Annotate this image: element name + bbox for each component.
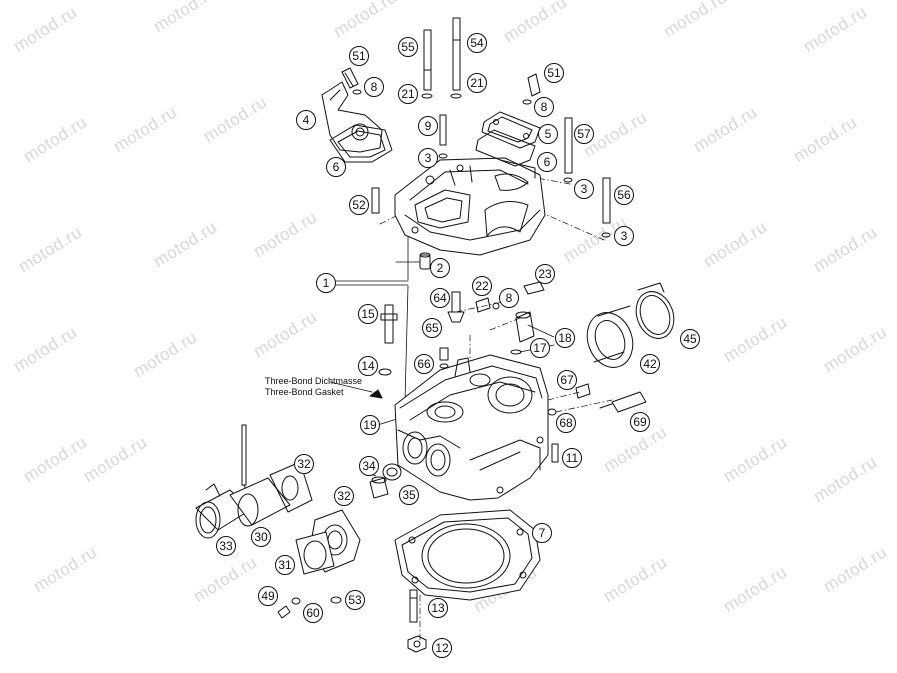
callout-15: 15 bbox=[358, 304, 378, 324]
callout-66: 66 bbox=[414, 354, 434, 374]
small-fittings bbox=[475, 281, 545, 313]
callout-69: 69 bbox=[630, 412, 650, 432]
callout-2: 2 bbox=[430, 258, 450, 278]
callout-14: 14 bbox=[358, 356, 378, 376]
head-gasket bbox=[394, 509, 541, 601]
callout-8: 8 bbox=[499, 288, 519, 308]
callout-12: 12 bbox=[432, 638, 452, 658]
callout-34: 34 bbox=[359, 456, 379, 476]
callout-4: 4 bbox=[296, 110, 316, 130]
callout-32: 32 bbox=[334, 486, 354, 506]
callout-53: 53 bbox=[345, 590, 365, 610]
callout-11: 11 bbox=[562, 448, 582, 468]
callout-45: 45 bbox=[680, 329, 700, 349]
callout-8: 8 bbox=[364, 77, 384, 97]
callout-60: 60 bbox=[303, 603, 323, 623]
callout-52: 52 bbox=[349, 195, 369, 215]
callout-21: 21 bbox=[398, 84, 418, 104]
stud-13 bbox=[407, 589, 427, 653]
intake-manifold bbox=[195, 424, 313, 539]
callout-5: 5 bbox=[538, 124, 558, 144]
spark-sleeve bbox=[510, 311, 535, 355]
gasket-right bbox=[475, 129, 536, 167]
callout-56: 56 bbox=[614, 185, 634, 205]
intake-boot bbox=[586, 282, 675, 368]
callout-31: 31 bbox=[275, 555, 295, 575]
cover-plate-right bbox=[481, 111, 541, 149]
sealant-note-de: Three-Bond Dichtmasse bbox=[265, 376, 363, 386]
valve-cover bbox=[394, 157, 546, 256]
callout-54: 54 bbox=[467, 33, 487, 53]
callout-7: 7 bbox=[532, 523, 552, 543]
bolt-right-upper bbox=[522, 73, 541, 105]
studs-upper bbox=[421, 17, 462, 159]
sealant-note: Three-Bond Dichtmasse Three-Bond Gasket bbox=[265, 376, 362, 398]
callout-42: 42 bbox=[640, 354, 660, 374]
callout-55: 55 bbox=[398, 37, 418, 57]
callout-1: 1 bbox=[316, 273, 336, 293]
callout-19: 19 bbox=[360, 415, 380, 435]
callout-21: 21 bbox=[467, 73, 487, 93]
callout-17: 17 bbox=[530, 338, 550, 358]
callout-3: 3 bbox=[418, 148, 438, 168]
callout-6: 6 bbox=[537, 152, 557, 172]
seal-parts bbox=[369, 463, 402, 499]
sealant-note-en: Three-Bond Gasket bbox=[265, 387, 344, 397]
callout-9: 9 bbox=[418, 116, 438, 136]
callout-3: 3 bbox=[614, 226, 634, 246]
callout-3: 3 bbox=[574, 179, 594, 199]
callout-68: 68 bbox=[556, 413, 576, 433]
callout-32: 32 bbox=[294, 454, 314, 474]
callout-67: 67 bbox=[557, 370, 577, 390]
callout-18: 18 bbox=[555, 328, 575, 348]
callout-57: 57 bbox=[574, 124, 594, 144]
bolt-15 bbox=[378, 304, 398, 376]
dowel bbox=[419, 252, 431, 270]
small-screws bbox=[277, 596, 342, 619]
callout-64: 64 bbox=[430, 288, 450, 308]
callout-51: 51 bbox=[544, 63, 564, 83]
callout-22: 22 bbox=[472, 276, 492, 296]
sensor-parts bbox=[439, 291, 465, 369]
bolt-left-upper bbox=[341, 67, 362, 95]
callout-33: 33 bbox=[216, 536, 236, 556]
callout-6: 6 bbox=[326, 157, 346, 177]
callout-13: 13 bbox=[428, 598, 448, 618]
callout-49: 49 bbox=[258, 586, 278, 606]
cylinder-head bbox=[394, 354, 549, 501]
callout-30: 30 bbox=[251, 527, 271, 547]
callout-35: 35 bbox=[399, 485, 419, 505]
callout-23: 23 bbox=[535, 264, 555, 284]
callout-65: 65 bbox=[422, 318, 442, 338]
sealant-dot bbox=[369, 389, 383, 399]
stud-11 bbox=[551, 443, 559, 463]
callout-8: 8 bbox=[534, 97, 554, 117]
callout-51: 51 bbox=[349, 46, 369, 66]
intake-flange bbox=[295, 509, 361, 575]
bolts-right bbox=[371, 117, 611, 238]
